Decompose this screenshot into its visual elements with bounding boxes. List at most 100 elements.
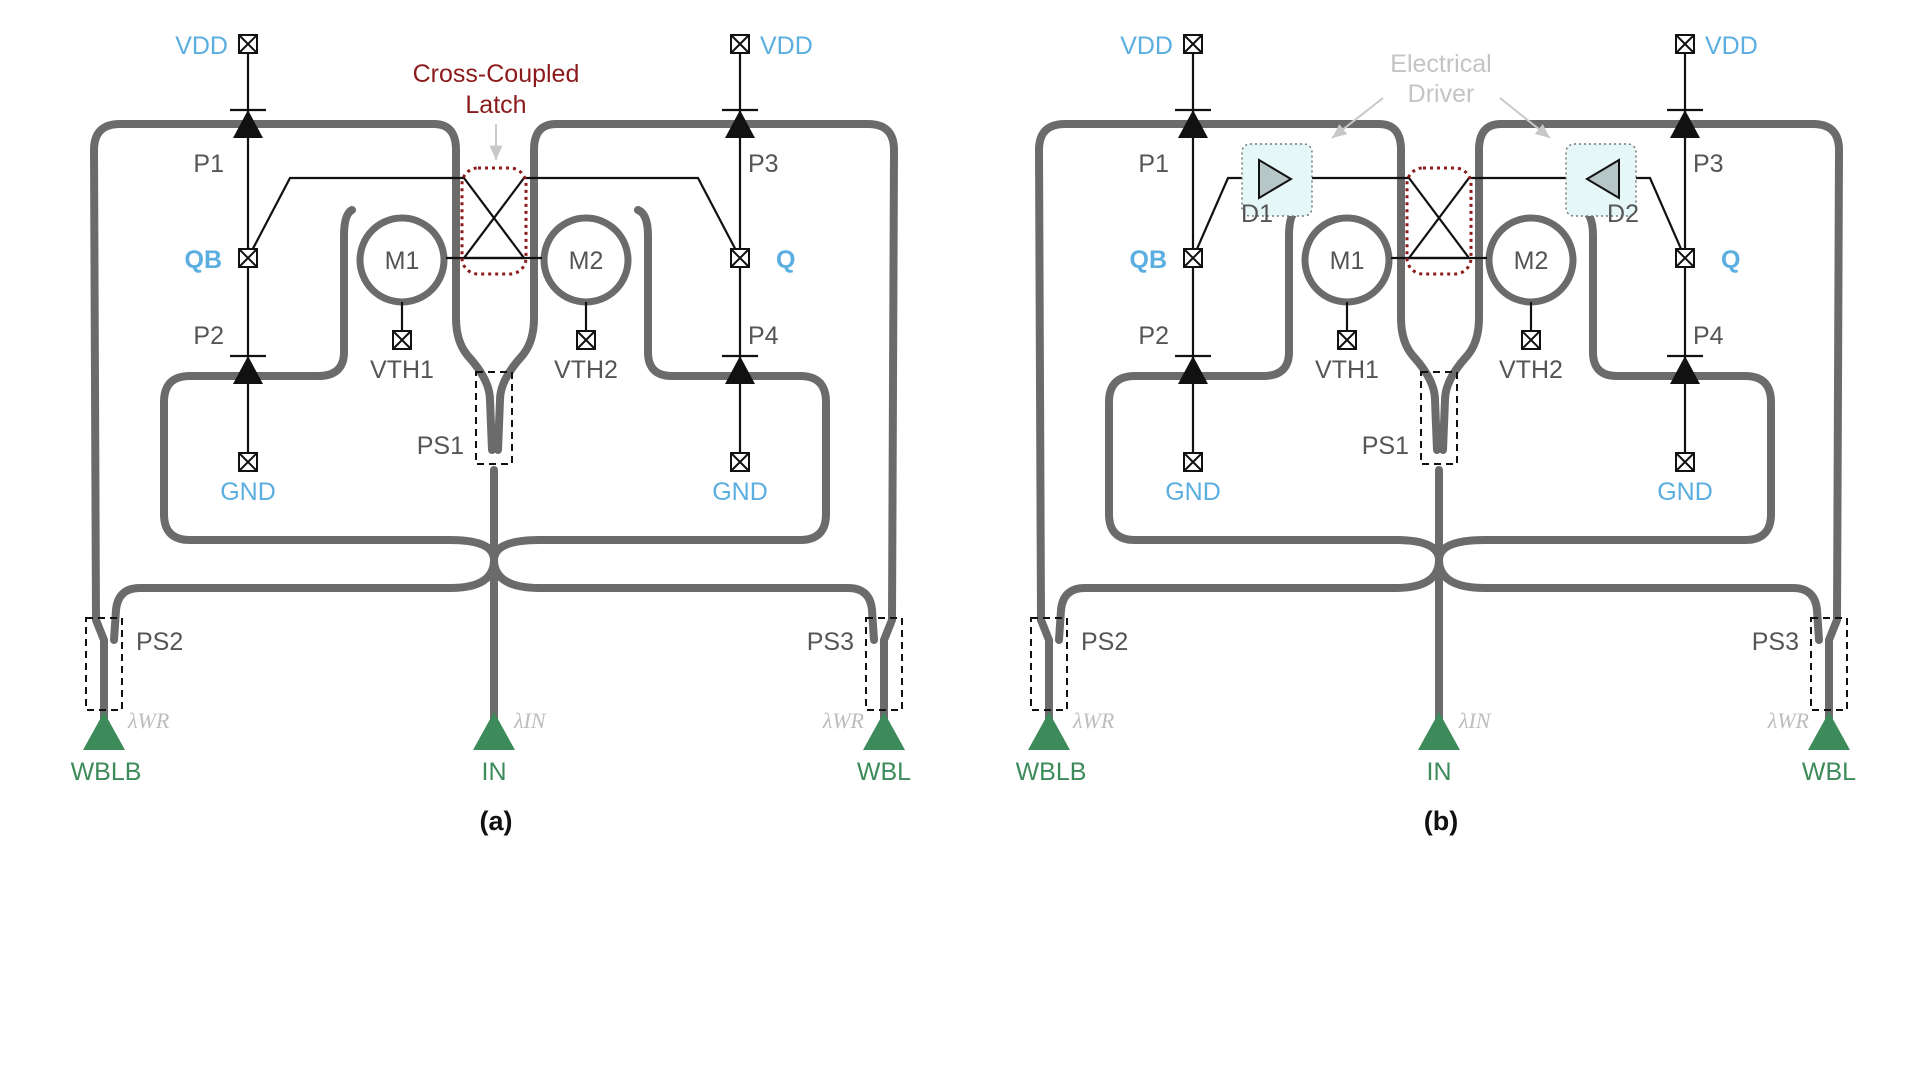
label-vth1: VTH1 [1315,356,1379,384]
photodiode-p1-triangle [1178,110,1208,138]
terminal-vdd-left [1183,34,1203,54]
label-p2: P2 [1138,322,1169,350]
terminal-vth1-cross [1337,330,1357,350]
terminal-vdd-right [730,34,750,54]
phase-shifter-ps3 [865,617,903,711]
photodiode-p3 [1667,108,1703,138]
label-vth2: VTH2 [554,356,618,384]
driver-annotation: Electrical Driver [1331,50,1551,139]
label-ps1: PS1 [417,432,464,460]
driver-annotation-arrow-right [1499,97,1551,139]
label-gnd-left: GND [1165,478,1221,506]
label-m1: M1 [1330,247,1365,275]
terminal-vdd-right-cross [1675,34,1695,54]
terminal-q [1675,248,1695,268]
label-p2: P2 [193,322,224,350]
photodiode-p3-triangle [1670,110,1700,138]
latch-annotation-line1: Cross-Coupled [413,60,580,88]
terminal-gnd-right [1675,452,1695,472]
terminal-gnd-left [1183,452,1203,472]
label-p3: P3 [748,150,779,178]
waveguide-cross-right [110,206,830,644]
terminal-qb-cross [1183,248,1203,268]
terminal-qb [1183,248,1203,268]
label-d1: D1 [1241,200,1273,228]
label-gnd-right: GND [1657,478,1713,506]
label-wbl: WBL [857,758,911,786]
label-ps2: PS2 [1081,628,1128,656]
photodiode-p3 [722,108,758,138]
driver-d2-icon [1585,158,1620,200]
label-q: Q [1721,246,1740,274]
label-lambda-wr-right: λWR [1767,708,1810,733]
label-lambda-wr-left: λWR [1072,708,1115,733]
terminal-vdd-left-cross [238,34,258,54]
label-m2: M2 [569,247,604,275]
label-qb: QB [1130,246,1168,274]
label-vth2: VTH2 [1499,356,1563,384]
label-lambda-in: λIN [513,708,547,733]
latch-annotation-line2: Latch [465,91,526,119]
terminal-vth1 [1337,330,1357,350]
photodiode-p1 [1175,108,1211,138]
label-in: IN [1427,758,1452,786]
waveguide-cross-right [1055,206,1775,644]
waveguide-left-outer [90,120,496,744]
waveguide-cross-left [1105,206,1823,644]
port-in-icon [1418,712,1460,750]
terminal-q [730,248,750,268]
label-p4: P4 [1693,322,1724,350]
phase-shifter-ps1 [475,371,513,465]
label-d2: D2 [1607,200,1639,228]
caption-b: (b) [1424,806,1458,836]
terminal-qb-cross [238,248,258,268]
terminal-q-cross [1675,248,1695,268]
driver-annotation-line2: Driver [1408,80,1475,108]
phase-shifter-ps3 [1810,617,1848,711]
label-vdd-left: VDD [175,32,228,60]
label-ps2: PS2 [136,628,183,656]
label-in: IN [482,758,507,786]
waveguide-left-outer [1035,120,1441,744]
waveguide-right-outer [494,120,898,744]
terminal-vth2 [1521,330,1541,350]
port-wblb-icon [1028,712,1070,750]
caption-a: (a) [480,806,513,836]
photodiode-p2 [230,354,266,384]
label-lambda-wr-right: λWR [822,708,865,733]
port-wbl-icon [1808,712,1850,750]
photodiode-p1-triangle [233,110,263,138]
label-vdd-right: VDD [760,32,813,60]
label-vdd-right: VDD [1705,32,1758,60]
terminal-gnd-left-cross [1183,452,1203,472]
label-p4: P4 [748,322,779,350]
terminal-vth2-cross [1521,330,1541,350]
waveguide-right-outer [1439,120,1843,744]
phase-shifter-ps2 [1030,617,1068,711]
label-qb: QB [185,246,223,274]
terminal-gnd-left [238,452,258,472]
label-vdd-left: VDD [1120,32,1173,60]
terminal-gnd-right [730,452,750,472]
driver-annotation-arrow-left [1331,97,1384,139]
terminal-vdd-right [1675,34,1695,54]
terminal-qb [238,248,258,268]
port-wblb-icon [83,712,125,750]
latch-box [1405,166,1473,276]
label-wbl: WBL [1802,758,1856,786]
label-p1: P1 [1138,150,1169,178]
label-wblb: WBLB [71,758,142,786]
terminal-vth1-cross [392,330,412,350]
phase-shifter-ps2 [85,617,123,711]
label-p3: P3 [1693,150,1724,178]
label-q: Q [776,246,795,274]
terminal-vdd-right-cross [730,34,750,54]
wire-d2-to-latch [1406,176,1593,260]
label-m2: M2 [1514,247,1549,275]
photodiode-p4 [722,354,758,384]
terminal-gnd-right-cross [730,452,750,472]
waveguide-cross-left [160,206,878,644]
photodiode-p2-triangle [1178,356,1208,384]
